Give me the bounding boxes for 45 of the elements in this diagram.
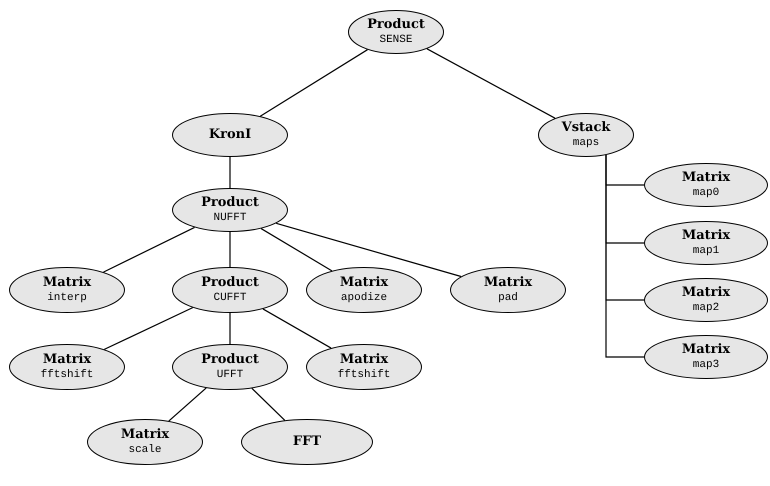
node-subtitle: maps (572, 136, 600, 150)
node-title: KronI (208, 127, 252, 143)
node-subtitle: apodize (340, 291, 388, 305)
node-subtitle: fftshift (40, 368, 94, 382)
connector-line (103, 226, 195, 273)
node-subtitle: CUFFT (213, 291, 246, 305)
node-title: Matrix (120, 427, 170, 443)
node-title: Matrix (42, 275, 92, 291)
node-title: Matrix (682, 170, 730, 186)
node-title: Matrix (682, 342, 730, 358)
node-subtitle: fftshift (338, 368, 390, 382)
node-title: FFT (292, 434, 322, 450)
node-subtitle: map0 (692, 186, 720, 200)
node-title: Matrix (682, 228, 730, 244)
node-subtitle: map2 (692, 301, 720, 315)
node-subtitle: map1 (692, 244, 720, 258)
node-title: Product (201, 195, 259, 211)
connector-line (168, 388, 207, 422)
connector-line (260, 228, 332, 272)
node-subtitle: SENSE (379, 33, 412, 47)
connector-line (229, 232, 231, 267)
node-subtitle: scale (128, 443, 162, 457)
connector-line (229, 313, 231, 344)
node-title: Vstack (562, 120, 610, 136)
node-title: Product (201, 352, 259, 368)
node-subtitle: UFFT (216, 368, 244, 382)
connector-line (426, 48, 556, 119)
node-subtitle: map3 (692, 358, 720, 372)
connector-line (262, 308, 332, 349)
node-subtitle: pad (498, 291, 518, 305)
node-title: Matrix (682, 285, 730, 301)
node-title: Matrix (484, 275, 532, 291)
connector-line (260, 49, 368, 117)
connector-line (276, 222, 462, 278)
node-title: Product (201, 275, 259, 291)
node-title: Matrix (340, 352, 388, 368)
node-subtitle: NUFFT (213, 211, 246, 225)
node-subtitle: interp (47, 291, 87, 305)
connector-line (229, 157, 231, 188)
connector-line (104, 307, 193, 350)
node-title: Matrix (340, 275, 388, 291)
connector-line (251, 388, 286, 421)
node-title: Matrix (42, 352, 92, 368)
node-title: Product (367, 17, 425, 33)
connector-line (605, 155, 644, 358)
